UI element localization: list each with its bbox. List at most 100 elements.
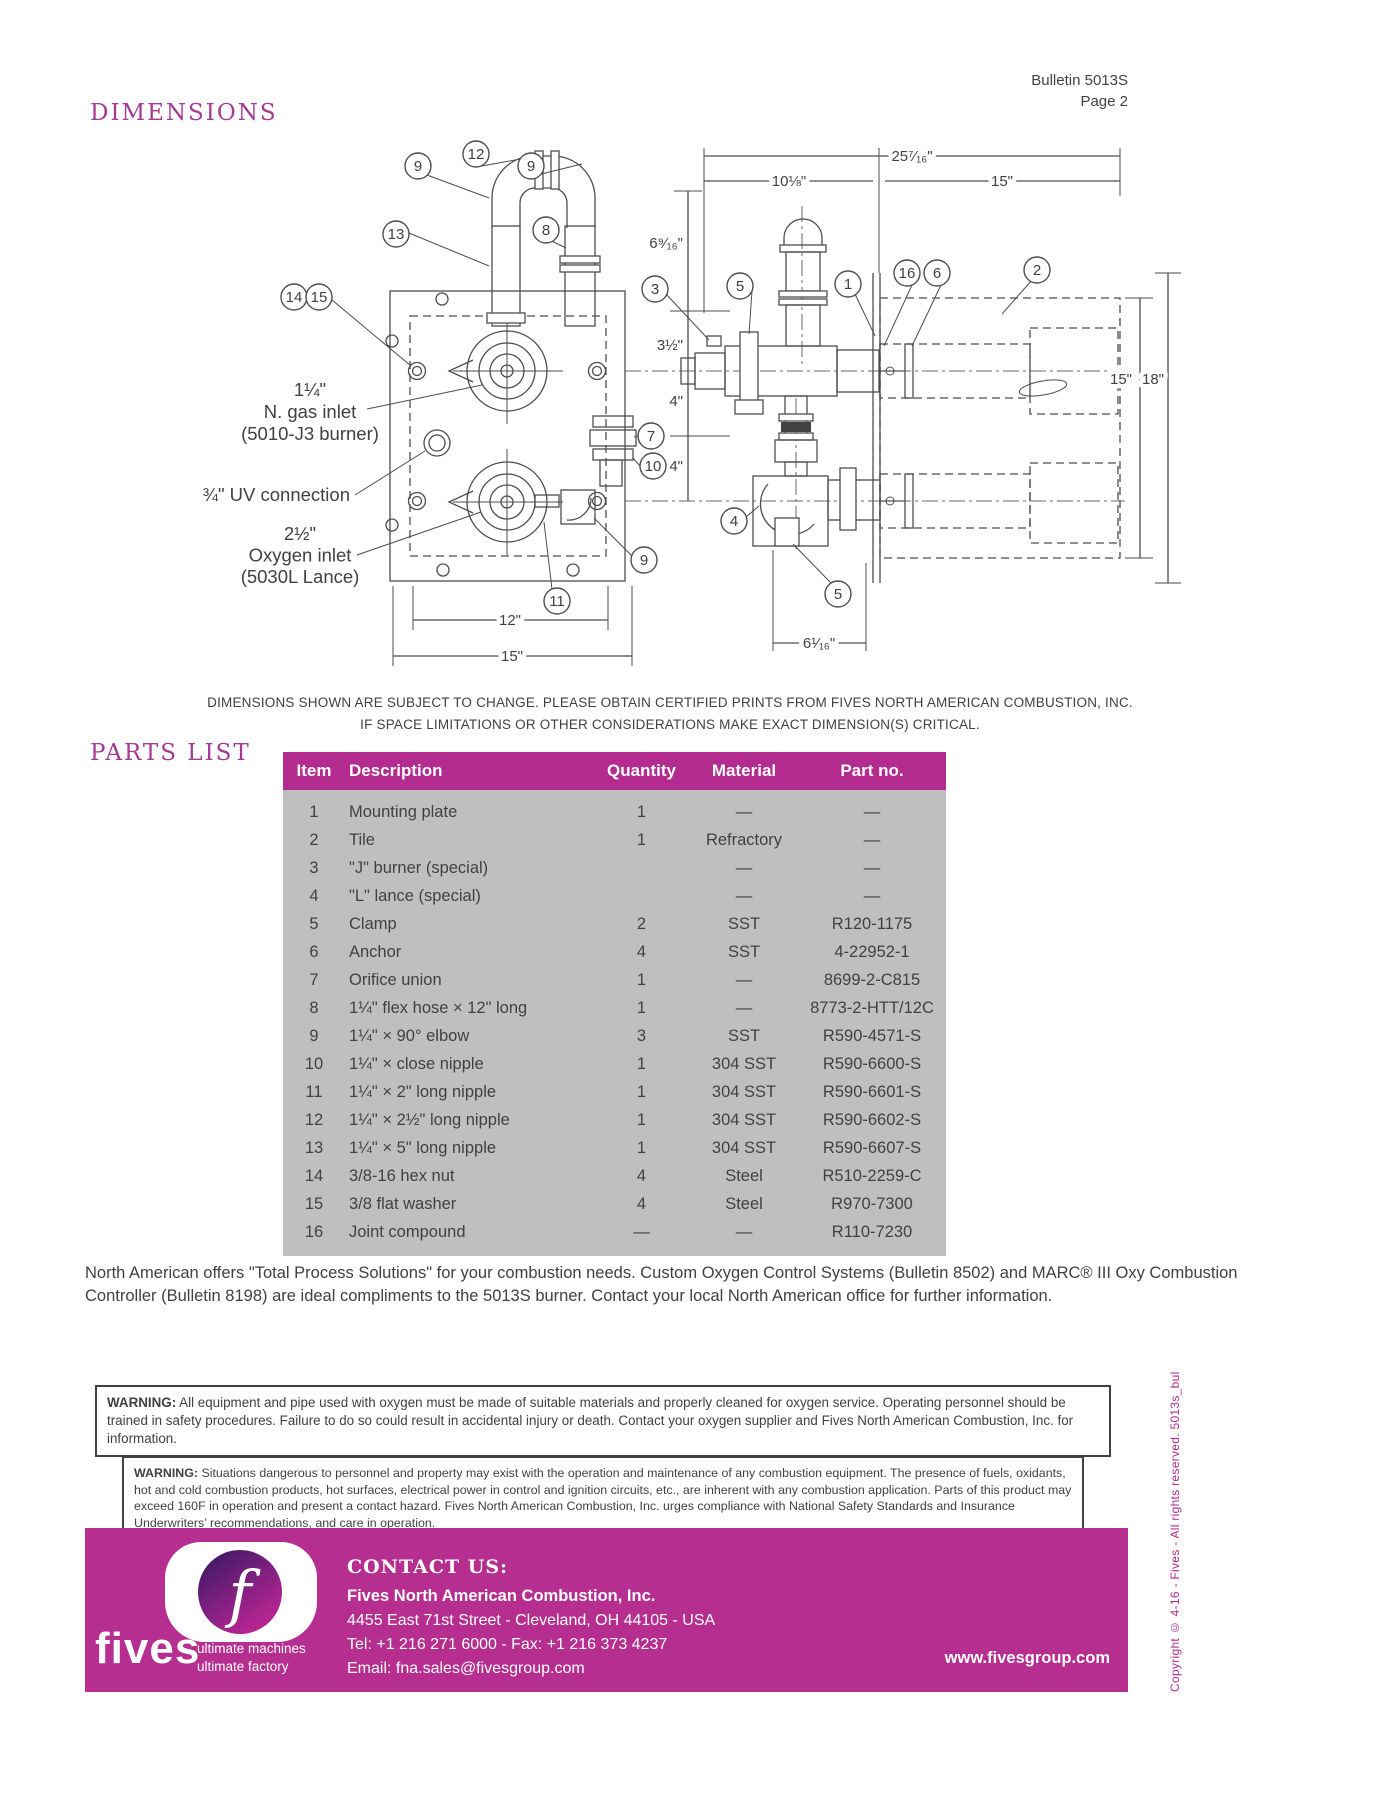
contact-company: Fives North American Combustion, Inc. bbox=[347, 1587, 656, 1605]
drawing-text: 12" bbox=[499, 612, 521, 629]
table-cell: 1¼" × 2½" long nipple bbox=[349, 1110, 510, 1129]
website-link[interactable]: www.fivesgroup.com bbox=[944, 1649, 1110, 1667]
table-cell: — bbox=[735, 1222, 753, 1241]
callout-balloon: 13 bbox=[382, 220, 410, 248]
table-cell: 304 SST bbox=[711, 1138, 777, 1157]
dimension-drawing-svg: 25⁷⁄₁₆"10⅛"15"6⁹⁄₁₆"3½"4"4"15"18"6¹⁄₁₆"1… bbox=[203, 140, 1181, 670]
svg-text:2: 2 bbox=[1033, 262, 1041, 279]
svg-text:9: 9 bbox=[640, 552, 648, 569]
technical-drawing: 25⁷⁄₁₆"10⅛"15"6⁹⁄₁₆"3½"4"4"15"18"6¹⁄₁₆"1… bbox=[85, 118, 1215, 678]
table-cell: — bbox=[735, 998, 753, 1017]
drawing-text: 25⁷⁄₁₆" bbox=[891, 148, 932, 165]
table-cell: 13 bbox=[304, 1138, 324, 1157]
drawing-annotations: 25⁷⁄₁₆"10⅛"15"6⁹⁄₁₆"3½"4"4"15"18"6¹⁄₁₆"1… bbox=[203, 140, 1169, 670]
table-cell: SST bbox=[727, 1026, 761, 1045]
table-cell: 1 bbox=[309, 802, 319, 821]
table-cell: 1 bbox=[636, 1054, 647, 1073]
table-cell: 3/8-16 hex nut bbox=[349, 1166, 455, 1185]
contact-address: 4455 East 71st Street - Cleveland, OH 44… bbox=[347, 1612, 716, 1629]
callout-balloon: 11 bbox=[543, 587, 571, 615]
disclaimer-line-1: DIMENSIONS SHOWN ARE SUBJECT TO CHANGE. … bbox=[207, 695, 1133, 710]
oxygen-warning-box: WARNING: All equipment and pipe used wit… bbox=[95, 1385, 1111, 1457]
table-cell: Refractory bbox=[705, 830, 783, 849]
svg-text:7: 7 bbox=[647, 428, 655, 445]
callout-balloon: 14 bbox=[280, 283, 308, 311]
table-cell: 10 bbox=[304, 1054, 324, 1073]
drawing-text: 10⅛" bbox=[772, 173, 807, 190]
parts-table-header: Item Description Quantity Material Part … bbox=[283, 752, 946, 790]
drawing-text: (5010-J3 burner) bbox=[241, 423, 379, 444]
callout-balloon: 5 bbox=[824, 580, 852, 608]
table-cell: 7 bbox=[309, 970, 319, 989]
table-cell: 1¼" × 90° elbow bbox=[349, 1026, 470, 1045]
table-cell: 8699-2-C815 bbox=[823, 970, 921, 989]
table-cell: 12 bbox=[304, 1110, 324, 1129]
table-cell bbox=[593, 854, 690, 882]
drawing-text: Oxygen inlet bbox=[249, 545, 352, 566]
table-cell: — bbox=[863, 858, 881, 877]
svg-text:9: 9 bbox=[527, 158, 535, 175]
table-cell: 4-22952-1 bbox=[834, 942, 910, 961]
table-cell: 8 bbox=[309, 998, 319, 1017]
drawing-text: ¾" UV connection bbox=[203, 484, 350, 505]
fives-logo-circle-icon: f bbox=[198, 1550, 282, 1634]
callout-balloon: 4 bbox=[720, 507, 748, 535]
col-item: Item bbox=[283, 752, 345, 790]
contact-email[interactable]: Email: fna.sales@fivesgroup.com bbox=[347, 1660, 585, 1677]
tagline-2: ultimate factory bbox=[197, 1659, 289, 1674]
table-cell: R970-7300 bbox=[831, 1194, 913, 1213]
table-cell: 304 SST bbox=[711, 1110, 777, 1129]
table-cell: 6 bbox=[309, 942, 319, 961]
drawing-text: 15" bbox=[501, 648, 523, 665]
callout-balloon: 6 bbox=[923, 259, 951, 287]
table-cell: 1 bbox=[636, 998, 647, 1017]
table-cell: 9 bbox=[309, 1026, 319, 1045]
svg-text:13: 13 bbox=[388, 226, 405, 243]
col-quantity: Quantity bbox=[593, 752, 690, 790]
drawing-text: 2½" bbox=[284, 523, 316, 544]
bulletin-number: Bulletin 5013S bbox=[1031, 72, 1128, 89]
warning-label: WARNING: bbox=[107, 1395, 177, 1410]
callout-balloon: 9 bbox=[630, 546, 658, 574]
table-cell: 1 bbox=[636, 802, 647, 821]
callout-balloon: 1 bbox=[834, 270, 862, 298]
table-cell: R110-7230 bbox=[831, 1222, 913, 1241]
fives-logo: f bbox=[165, 1542, 317, 1642]
callout-balloon: 10 bbox=[639, 452, 667, 480]
svg-text:11: 11 bbox=[549, 593, 565, 610]
combustion-warning-box: WARNING: Situations dangerous to personn… bbox=[122, 1456, 1084, 1540]
svg-text:8: 8 bbox=[542, 222, 550, 239]
drawing-text: 3½" bbox=[657, 337, 683, 354]
footer-bar: f fives ultimate machines ultimate facto… bbox=[85, 1528, 1128, 1692]
svg-text:5: 5 bbox=[736, 278, 744, 295]
drawing-text: 4" bbox=[669, 458, 683, 475]
table-cell: 4 bbox=[636, 1194, 647, 1213]
page-number: Page 2 bbox=[1080, 93, 1128, 110]
table-cell: Anchor bbox=[349, 942, 402, 961]
table-cell: — bbox=[735, 858, 753, 877]
table-cell: R590-4571-S bbox=[822, 1026, 922, 1045]
table-cell: 304 SST bbox=[711, 1082, 777, 1101]
table-cell: Orifice union bbox=[349, 970, 442, 989]
svg-text:3: 3 bbox=[651, 281, 659, 298]
svg-text:9: 9 bbox=[414, 158, 422, 175]
table-cell: — bbox=[863, 802, 881, 821]
table-cell: 4 bbox=[636, 1166, 647, 1185]
table-cell: Joint compound bbox=[349, 1222, 466, 1241]
callout-balloon: 12 bbox=[462, 140, 490, 168]
table-cell: Steel bbox=[725, 1166, 763, 1185]
callout-balloon: 9 bbox=[517, 152, 545, 180]
tagline-1: ultimate machines bbox=[197, 1641, 306, 1656]
table-cell: — bbox=[863, 886, 881, 905]
table-cell: 1 bbox=[636, 1082, 647, 1101]
table-cell: 11 bbox=[305, 1082, 323, 1101]
svg-text:10: 10 bbox=[645, 458, 662, 475]
dimensions-disclaimer: DIMENSIONS SHOWN ARE SUBJECT TO CHANGE. … bbox=[120, 692, 1220, 736]
table-cell: 1 bbox=[636, 830, 647, 849]
